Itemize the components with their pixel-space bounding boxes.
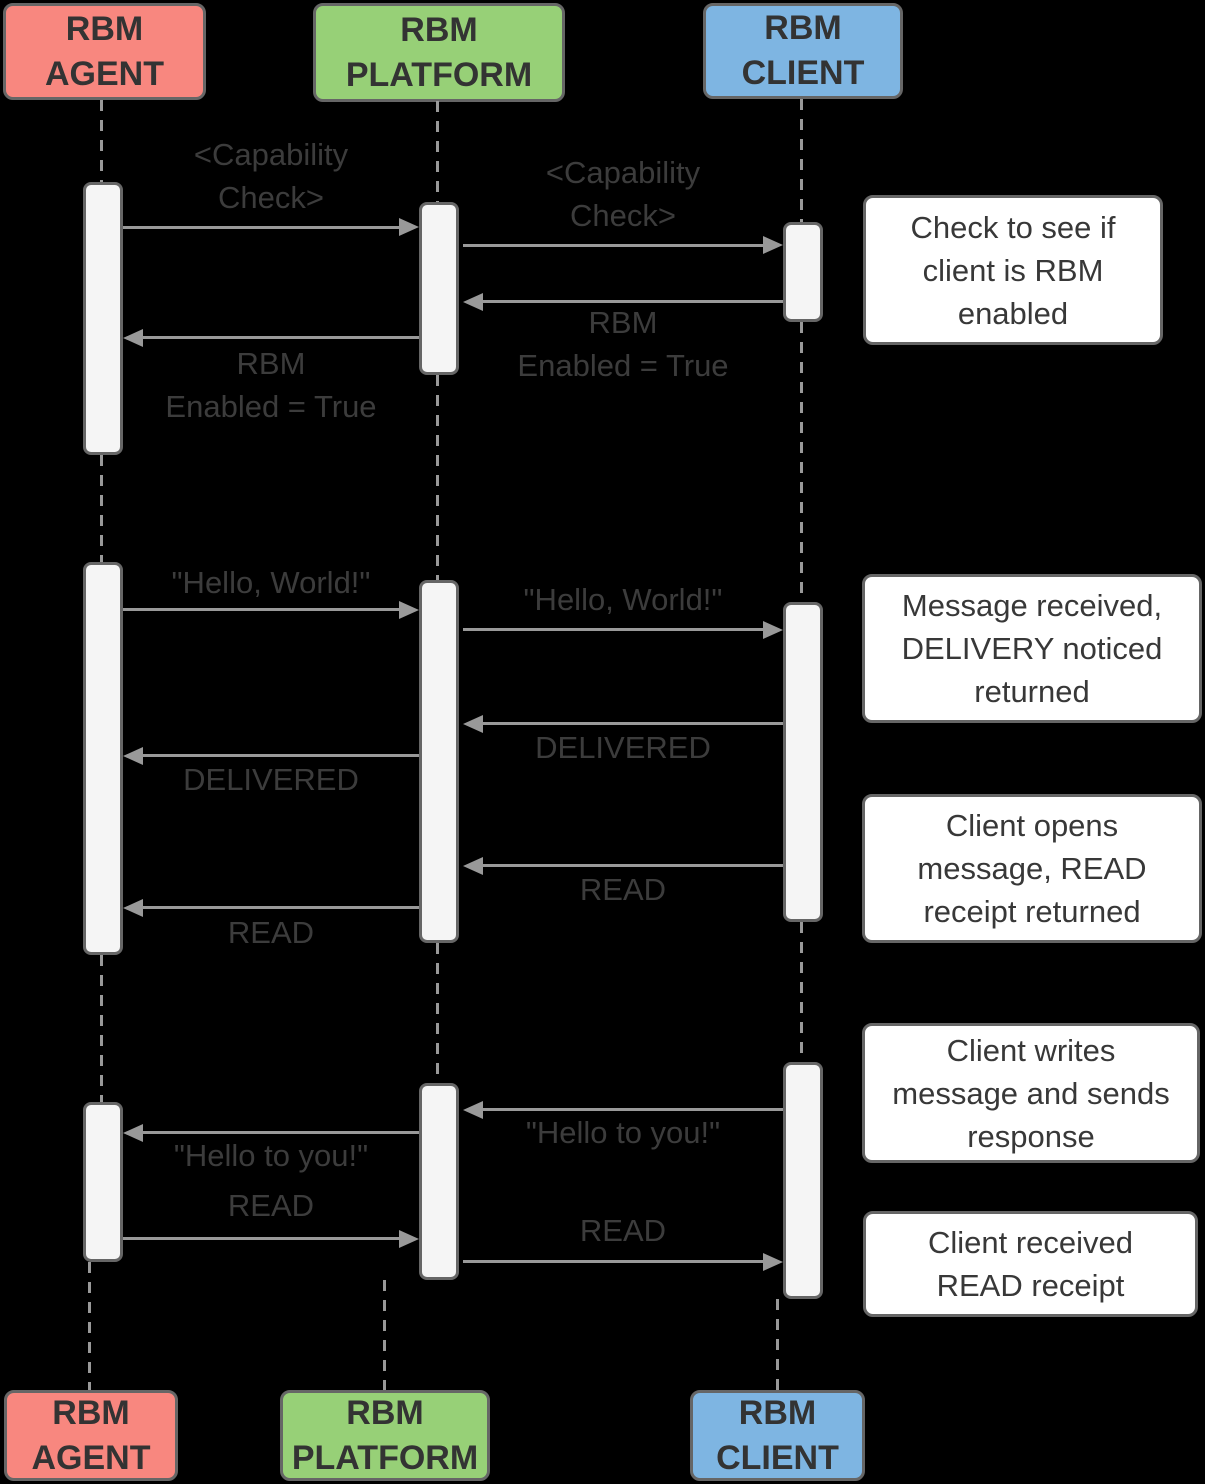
arrowhead-right-icon <box>763 1253 783 1271</box>
agent-lifeline-segment-3 <box>100 955 103 1102</box>
message-line-read-2 <box>141 906 419 909</box>
platform-activation-bar-1 <box>419 202 459 375</box>
actor-box-rbm-platform-bottom: RBM PLATFORM <box>280 1390 490 1481</box>
client-lifeline-segment-3 <box>800 922 803 1062</box>
arrowhead-left-icon <box>463 1101 483 1119</box>
message-line-capability-check-2 <box>463 244 765 247</box>
agent-activation-bar-1 <box>83 182 123 455</box>
agent-activation-bar-2 <box>83 562 123 955</box>
message-line-read-4 <box>463 1260 765 1263</box>
arrowhead-left-icon <box>123 747 143 765</box>
message-line-read-1 <box>481 864 783 867</box>
platform-lifeline-segment-3 <box>436 943 439 1083</box>
arrowhead-right-icon <box>399 218 419 236</box>
platform-lifeline-segment-2 <box>436 375 439 580</box>
actor-box-rbm-platform-top: RBM PLATFORM <box>313 3 565 102</box>
arrowhead-left-icon <box>123 899 143 917</box>
message-line-capability-check-1 <box>123 226 401 229</box>
message-label-delivered-1: DELIVERED <box>535 730 711 765</box>
agent-lifeline-segment-2 <box>100 455 103 562</box>
arrowhead-left-icon <box>463 857 483 875</box>
message-label-delivered-2: DELIVERED <box>183 762 359 797</box>
message-line-read-3 <box>123 1237 401 1240</box>
message-line-delivered-2 <box>141 754 419 757</box>
message-line-hello-to-you-1 <box>481 1108 783 1111</box>
actor-box-rbm-client-top: RBM CLIENT <box>703 3 903 99</box>
message-line-rbm-enabled-1 <box>481 300 783 303</box>
agent-lifeline-segment-4 <box>88 1262 91 1390</box>
client-activation-bar-2 <box>783 602 823 922</box>
message-line-hello-to-you-2 <box>141 1131 419 1134</box>
platform-activation-bar-2 <box>419 580 459 943</box>
platform-lifeline-segment-4 <box>383 1280 386 1390</box>
agent-activation-bar-3 <box>83 1102 123 1262</box>
arrowhead-right-icon <box>399 601 419 619</box>
platform-activation-bar-3 <box>419 1083 459 1280</box>
message-label-hello-to-you-1: "Hello to you!" <box>525 1115 721 1150</box>
platform-lifeline-segment-1 <box>436 101 439 202</box>
actor-box-rbm-agent-bottom: RBM AGENT <box>4 1390 178 1481</box>
message-label-read-2: READ <box>227 915 315 950</box>
client-lifeline-segment-2 <box>800 322 803 602</box>
arrowhead-left-icon <box>123 1124 143 1142</box>
message-line-hello-world-2 <box>463 628 765 631</box>
message-label-hello-to-you-2: "Hello to you!" <box>173 1138 369 1173</box>
actor-box-rbm-client-bottom: RBM CLIENT <box>690 1390 865 1481</box>
message-label-read-3: READ <box>227 1188 315 1223</box>
client-lifeline-segment-4 <box>776 1299 779 1390</box>
message-line-delivered-1 <box>481 722 783 725</box>
client-lifeline-segment-1 <box>800 99 803 222</box>
agent-lifeline-segment-1 <box>100 100 103 182</box>
message-label-read-1: READ <box>579 872 667 907</box>
message-line-hello-world-1 <box>123 608 401 611</box>
client-activation-bar-3 <box>783 1062 823 1299</box>
arrowhead-right-icon <box>399 1230 419 1248</box>
message-line-rbm-enabled-2 <box>141 336 419 339</box>
arrowhead-right-icon <box>763 236 783 254</box>
arrowhead-left-icon <box>463 293 483 311</box>
arrowhead-right-icon <box>763 621 783 639</box>
message-label-read-4: READ <box>579 1213 667 1248</box>
arrowhead-left-icon <box>123 329 143 347</box>
message-label-hello-world-1: "Hello, World!" <box>171 565 371 600</box>
arrowhead-left-icon <box>463 715 483 733</box>
message-label-hello-world-2: "Hello, World!" <box>523 582 723 617</box>
client-activation-bar-1 <box>783 222 823 322</box>
actor-box-rbm-agent-top: RBM AGENT <box>3 3 206 100</box>
